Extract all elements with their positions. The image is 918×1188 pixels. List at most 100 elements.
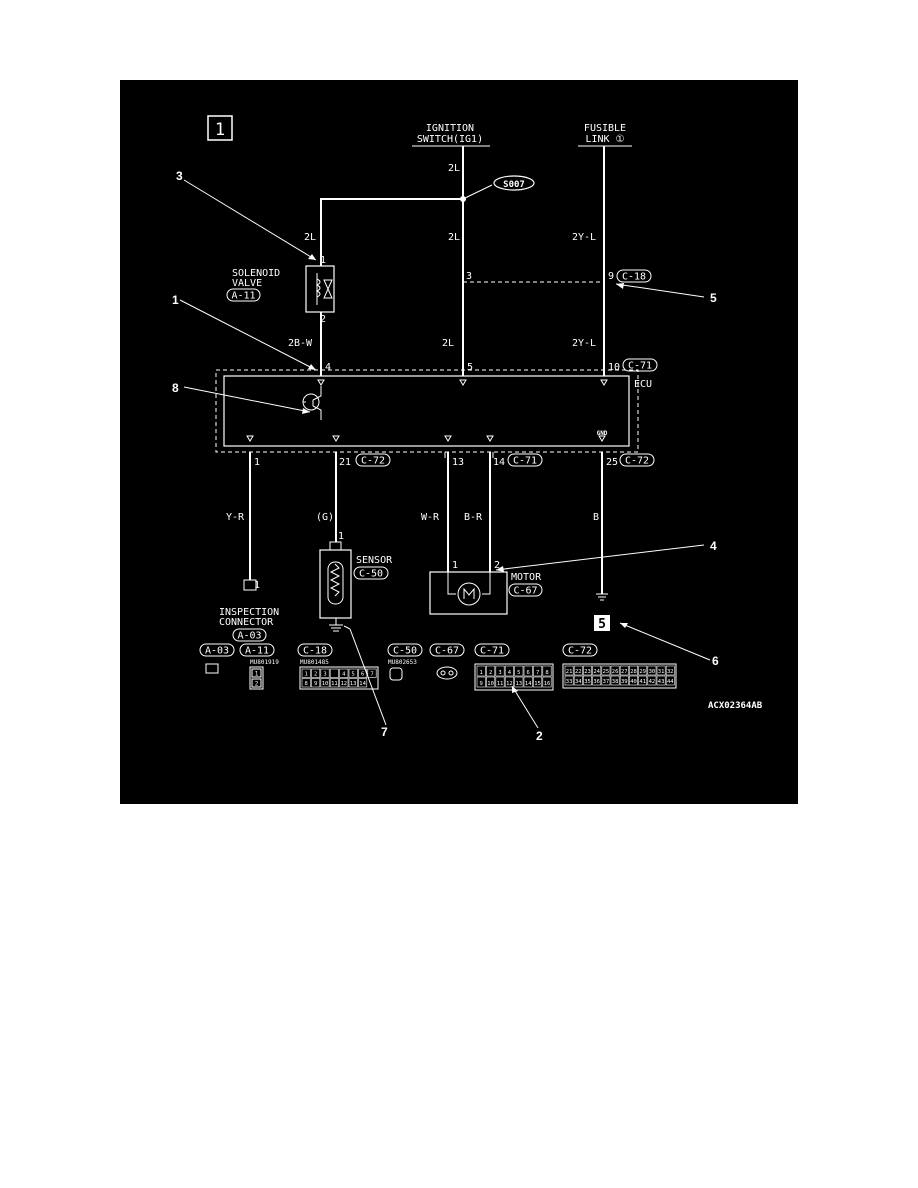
- sensor-terminal: [329, 541, 342, 551]
- page-number: 1: [215, 120, 225, 140]
- c71-grid-pin-label: 4: [508, 670, 512, 676]
- c71-grid-cell: [476, 665, 486, 677]
- sensor-pin-1: 1: [338, 531, 344, 542]
- c18-grid-pin-label: 6: [361, 672, 364, 678]
- c67-connector-face: [436, 666, 458, 680]
- c72-grid-pin-label: 28: [630, 669, 637, 675]
- c71-grid-pin-label: 6: [527, 670, 530, 676]
- c72-grid-pin-label: 43: [658, 679, 665, 685]
- c71-grid-cell: [523, 676, 533, 688]
- connector-a03-label: A-03: [237, 631, 261, 642]
- fusible-link-label-1: FUSIBLE: [584, 123, 626, 134]
- c72-grid-pin-label: 44: [667, 679, 674, 685]
- callout-2: 2: [536, 729, 543, 743]
- c72-grid-cell: [601, 665, 611, 676]
- pin-ecu-25: 25: [606, 457, 618, 468]
- sensor-resistor-icon: [329, 563, 341, 597]
- c72-grid-pin-label: 35: [584, 679, 591, 685]
- c71-grid-cell: [495, 676, 505, 688]
- c18-connector-face: [299, 666, 379, 690]
- ground-point-box: [594, 615, 610, 631]
- wire-color-motor-1: W-R: [421, 512, 440, 523]
- c72-grid-pin-label: 41: [639, 679, 646, 685]
- motor-icon: [457, 582, 481, 606]
- motor-label: MOTOR: [511, 572, 542, 583]
- motor-pin-2: 2: [494, 560, 500, 571]
- c72-grid-cell: [656, 665, 666, 676]
- c72-grid-pin-label: 32: [667, 669, 674, 675]
- c71-grid-cell: [486, 665, 496, 677]
- wire-color-ground: B: [593, 512, 599, 523]
- connector-c72-25-oval: [619, 453, 655, 467]
- c18-grid-cell: [329, 678, 339, 688]
- sensor-element: [327, 561, 344, 605]
- legend-c50-oval: [387, 643, 423, 657]
- c72-grid-pin-label: 37: [603, 679, 610, 685]
- c71-grid-pin-label: 5: [517, 670, 520, 676]
- callout-7: 7: [381, 725, 388, 739]
- c18-grid-pin-label: 8: [305, 681, 308, 687]
- c18-grid-cell: [339, 668, 349, 678]
- connector-c50-label: C-50: [359, 569, 383, 580]
- solenoid-pin-2: 2: [320, 314, 326, 325]
- c72-grid-cell: [610, 665, 620, 676]
- connector-c67-label: C-67: [513, 586, 537, 597]
- c72-grid-pin-label: 34: [575, 679, 582, 685]
- c72-grid-cell: [647, 675, 657, 686]
- wire-color-motor-2: B-R: [464, 512, 483, 523]
- c72-grid-pin-label: 26: [612, 669, 619, 675]
- c18-grid-cell: [348, 668, 358, 678]
- connector-c72-21-oval: [355, 453, 391, 467]
- wire-color-insp: Y-R: [226, 512, 245, 523]
- c71-grid-pin-label: 7: [536, 670, 539, 676]
- wire-color-ign-lower: 2L: [442, 338, 454, 349]
- c72-grid-pin-label: 21: [566, 669, 573, 675]
- c67-pin-2: [448, 670, 454, 676]
- solenoid-coil-icon: [315, 273, 321, 305]
- ground-symbol-icon: [596, 593, 608, 601]
- part-number-c18: MU801485: [300, 659, 329, 666]
- legend-c71-oval: [474, 643, 510, 657]
- c71-grid-cell: [504, 676, 514, 688]
- pin-ecu-5: 5: [467, 362, 473, 373]
- inspection-terminal: [243, 579, 257, 591]
- inspection-label-2: CONNECTOR: [219, 617, 274, 628]
- wiring-diagram-svg: 1 IGNITION SWITCH(IG1) FUSIBLE LINK ① S0…: [172, 115, 763, 743]
- ecu-dashed-outline: [215, 369, 639, 453]
- pin-ecu-21: 21: [339, 457, 351, 468]
- wire-color-fus-upper: 2Y-L: [572, 232, 596, 243]
- c71-grid-pin-label: 3: [498, 670, 501, 676]
- c18-grid-pin-label: 7: [370, 672, 373, 678]
- legend-c67-label: C-67: [435, 646, 459, 657]
- legend-c72-label: C-72: [568, 646, 592, 657]
- a11-pin-cell-2: [251, 678, 262, 688]
- c18-grid-pin-label: 14: [359, 681, 366, 687]
- c71-grid-cell: [542, 676, 552, 688]
- splice-s007-label: S007: [503, 180, 525, 190]
- ecu-terminals: [246, 379, 608, 442]
- connector-a11-label: A-11: [231, 291, 255, 302]
- c18-grid-pin-label: 13: [350, 681, 357, 687]
- callout-8: 8: [172, 381, 179, 395]
- c18-grid-pin-label: 12: [340, 681, 347, 687]
- diagram-code: ACX02364AB: [708, 701, 763, 711]
- c72-grid-cell: [629, 665, 638, 676]
- connector-c72-21-label: C-72: [361, 456, 385, 467]
- c72-grid-cell: [564, 665, 574, 676]
- ignition-switch-label-1: IGNITION: [426, 123, 474, 134]
- c71-grid-cell: [523, 665, 533, 677]
- legend-a03-oval: [199, 643, 235, 657]
- motor-leads: [447, 572, 491, 595]
- connector-c18-label: C-18: [622, 272, 646, 283]
- c71-grid-pin-label: 11: [497, 681, 504, 687]
- c18-grid-pin-label: 4: [342, 672, 346, 678]
- c18-grid-cell: [301, 678, 311, 688]
- c71-grid-cell: [495, 665, 505, 677]
- solenoid-label-2: VALVE: [232, 278, 262, 289]
- pin-ecu-1: 1: [254, 457, 260, 468]
- c72-grid-pin-label: 33: [566, 679, 573, 685]
- splice-to-solenoid-wire: [320, 198, 463, 266]
